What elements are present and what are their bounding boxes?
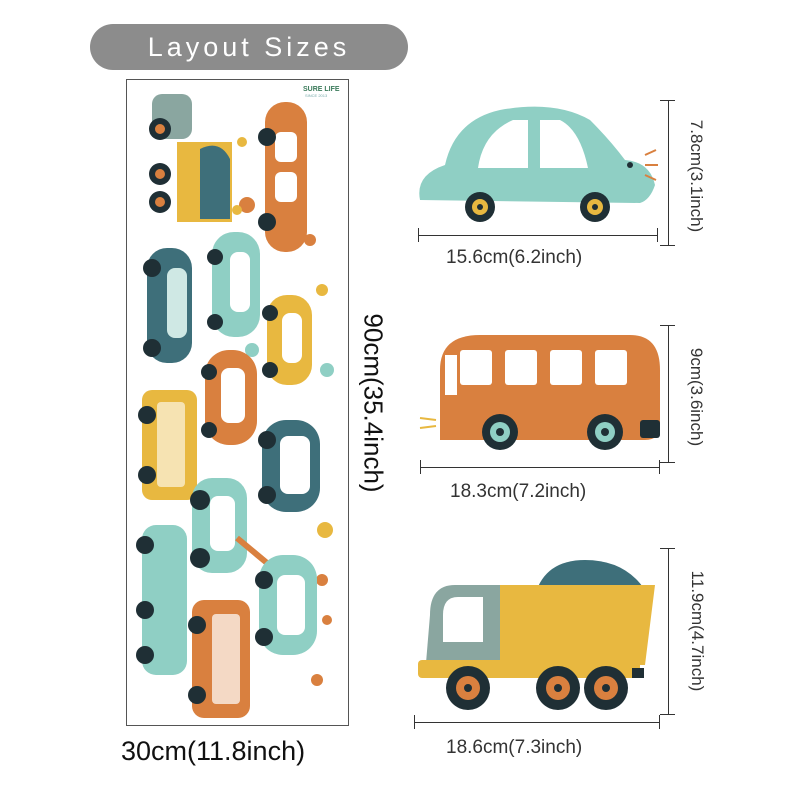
bus-width-tick-right [659, 460, 660, 474]
truck-height-tick-top [660, 548, 675, 549]
brand-tagline: SINCE 2013 [305, 93, 328, 98]
sheet-mint-car-3 [255, 555, 317, 655]
bus-height-label: 9cm(3.6inch) [687, 347, 706, 447]
car-height-tick-top [660, 100, 675, 101]
truck-height-line [668, 548, 669, 715]
truck-width-line [414, 722, 660, 723]
sheet-orange-car-2 [201, 350, 257, 445]
car-height-line [668, 100, 669, 245]
sheet-teal-car-2 [258, 420, 320, 512]
sheet-yellow-bus [138, 390, 197, 500]
truck-width-tick-right [659, 715, 660, 729]
bus-width-tick-left [420, 460, 421, 474]
detail-dump-truck [418, 560, 655, 710]
brand-logo: SURE LIFE [303, 86, 340, 93]
truck-width-label: 18.6cm(7.3inch) [446, 737, 583, 758]
sheet-teal-car [143, 248, 192, 363]
detail-bus [419, 335, 660, 450]
bus-width-line [420, 467, 660, 468]
sheet-tow-truck [190, 478, 270, 578]
car-width-tick-right [657, 228, 658, 242]
truck-width-tick-left [414, 715, 415, 729]
layout-sizes-title: Layout Sizes [90, 24, 408, 70]
detail-car [419, 106, 658, 222]
sheet-orange-bus [188, 600, 250, 718]
bus-width-label: 18.3cm(7.2inch) [450, 481, 587, 502]
bus-height-line [668, 325, 669, 463]
sticker-sheet-artwork [136, 94, 334, 718]
car-width-line [418, 235, 658, 236]
sheet-dump-truck [149, 94, 232, 222]
car-width-tick-left [418, 228, 419, 242]
sheet-yellow-car [262, 295, 312, 385]
truck-height-label: 11.9cm(4.7inch) [688, 570, 707, 692]
car-width-label: 15.6cm(6.2inch) [446, 247, 583, 268]
sheet-mint-car [207, 232, 260, 337]
car-height-label: 7.8cm(3.1inch) [687, 119, 706, 233]
sheet-width-label: 30cm(11.8inch) [121, 736, 306, 766]
sheet-dotted-truck [136, 525, 187, 675]
sheet-flowers [192, 137, 334, 710]
car-height-tick-bottom [660, 245, 675, 246]
truck-height-tick-bottom [660, 714, 675, 715]
sheet-orange-car [258, 102, 307, 252]
sticker-sheet: SURE LIFE SINCE 2013 [126, 79, 349, 726]
bus-height-tick-top [660, 325, 675, 326]
bus-height-tick-bottom [660, 462, 675, 463]
